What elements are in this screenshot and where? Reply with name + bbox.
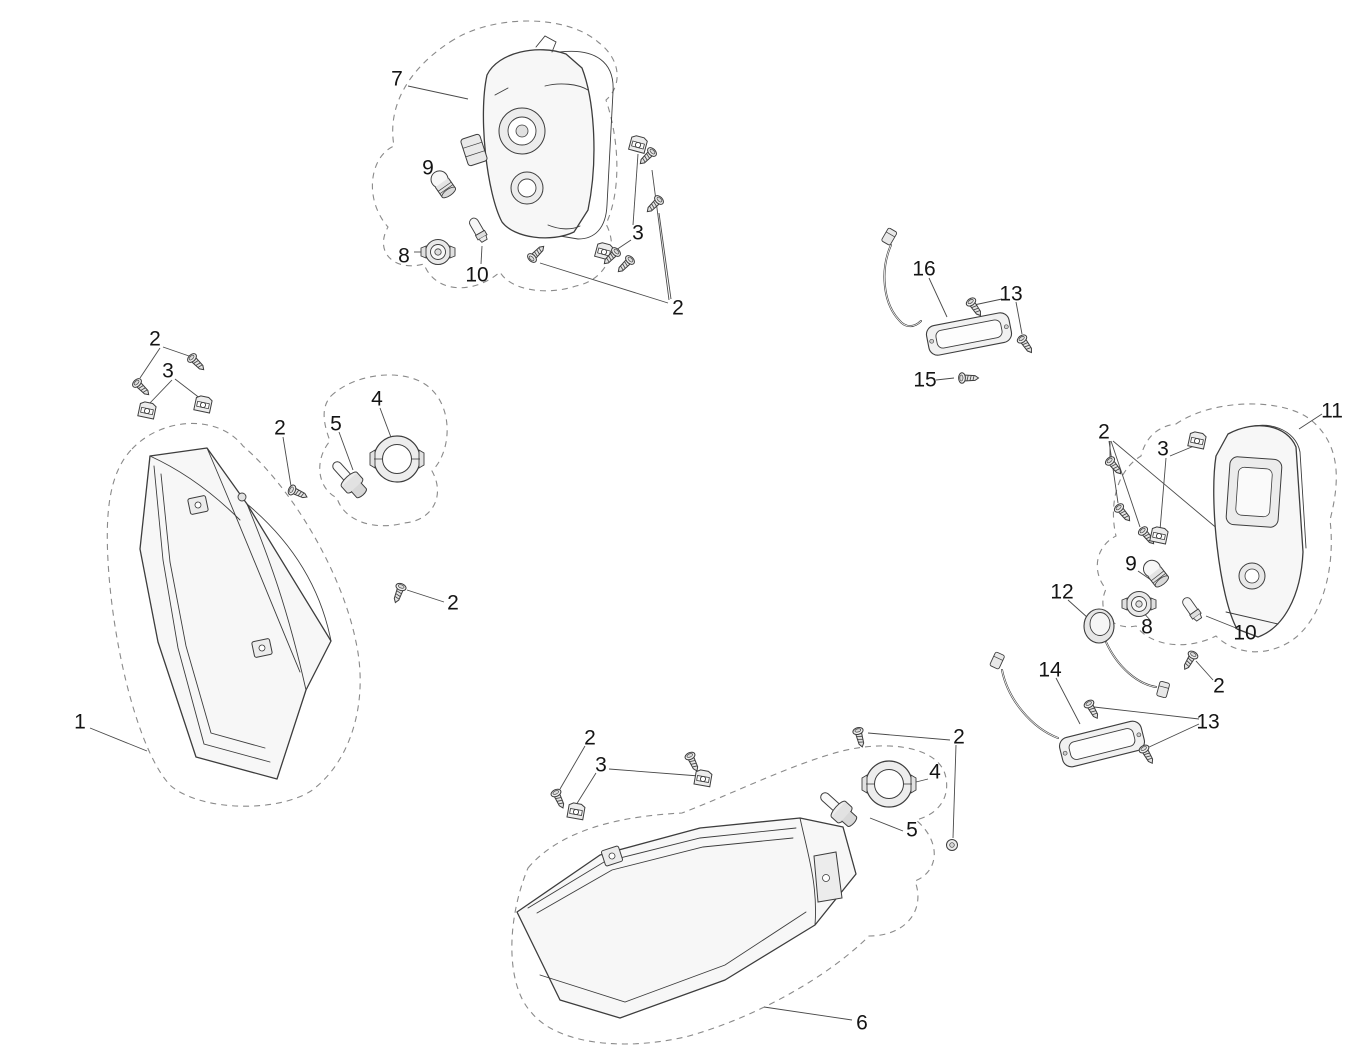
dashed-group-outlines <box>106 20 1337 1045</box>
bulb-socket-icon <box>420 239 456 265</box>
clip-nut-icon <box>628 134 649 154</box>
connector-icon <box>880 227 898 247</box>
group-outline-housing-top <box>371 20 618 292</box>
bayonet-bulb-icon <box>427 167 459 201</box>
license-lamp-group-bottom <box>989 651 1158 770</box>
screw-icon <box>614 253 637 276</box>
screw-icon <box>130 376 153 399</box>
mount-bracket-icon <box>813 851 843 903</box>
license-plate-lamp-icon <box>924 310 1014 358</box>
screw-icon <box>1103 454 1126 478</box>
screw-icon <box>549 787 569 811</box>
group-outline-bulb-left <box>319 374 448 527</box>
halogen-bulb-icon <box>325 455 372 503</box>
mount-bracket-icon <box>187 494 209 516</box>
socket-boot-icon <box>1083 608 1115 644</box>
screw-icon <box>851 725 868 749</box>
screw-icon <box>683 750 703 774</box>
headlight-assembly-bottom <box>516 817 857 1019</box>
license-plate-lamp-icon <box>1057 718 1147 770</box>
screw-icon <box>185 351 208 374</box>
rivet-icon <box>946 839 958 851</box>
bulb-holder-ring-icon <box>369 435 425 483</box>
headlight-housing-rear <box>460 35 614 240</box>
mount-bracket-icon <box>251 637 273 659</box>
group-outline-taillight <box>1096 403 1337 653</box>
bayonet-bulb-icon <box>1139 556 1172 590</box>
clip-nut-icon <box>193 394 214 414</box>
screw-icon <box>1112 501 1135 525</box>
clip-nut-icon <box>1149 525 1170 545</box>
clip-nut-icon <box>1187 430 1208 450</box>
screw-icon <box>525 242 548 265</box>
headlight-assembly-left <box>139 447 332 780</box>
screw-icon <box>964 295 986 319</box>
leader-lines <box>89 85 1323 1021</box>
screw-icon <box>1015 332 1037 356</box>
clip-nut-icon <box>566 801 586 821</box>
group-outline-headlight-bottom <box>511 745 948 1045</box>
screw-icon <box>643 193 666 216</box>
screw-icon <box>286 483 310 503</box>
connector-icon <box>989 651 1006 670</box>
screw-icon <box>1179 648 1200 673</box>
group-outline-headlight-left <box>106 422 361 807</box>
license-lamp-group-top <box>880 227 1037 384</box>
screw-icon <box>1137 742 1158 767</box>
bulb-holder-ring-icon <box>861 760 917 808</box>
clip-nut-icon <box>137 400 158 420</box>
screw-icon <box>1082 697 1103 722</box>
connector-icon <box>1155 680 1171 699</box>
screw-icon <box>958 372 979 384</box>
screw-icon <box>389 581 408 605</box>
bulb-socket-with-lead <box>1083 608 1171 699</box>
bulb-socket-icon <box>1121 591 1157 617</box>
small-bulb-icon <box>466 215 490 244</box>
clip-nut-icon <box>693 768 713 788</box>
taillight-assembly <box>1213 424 1307 638</box>
connector-block <box>460 133 488 167</box>
small-bulb-icon <box>1179 595 1204 623</box>
